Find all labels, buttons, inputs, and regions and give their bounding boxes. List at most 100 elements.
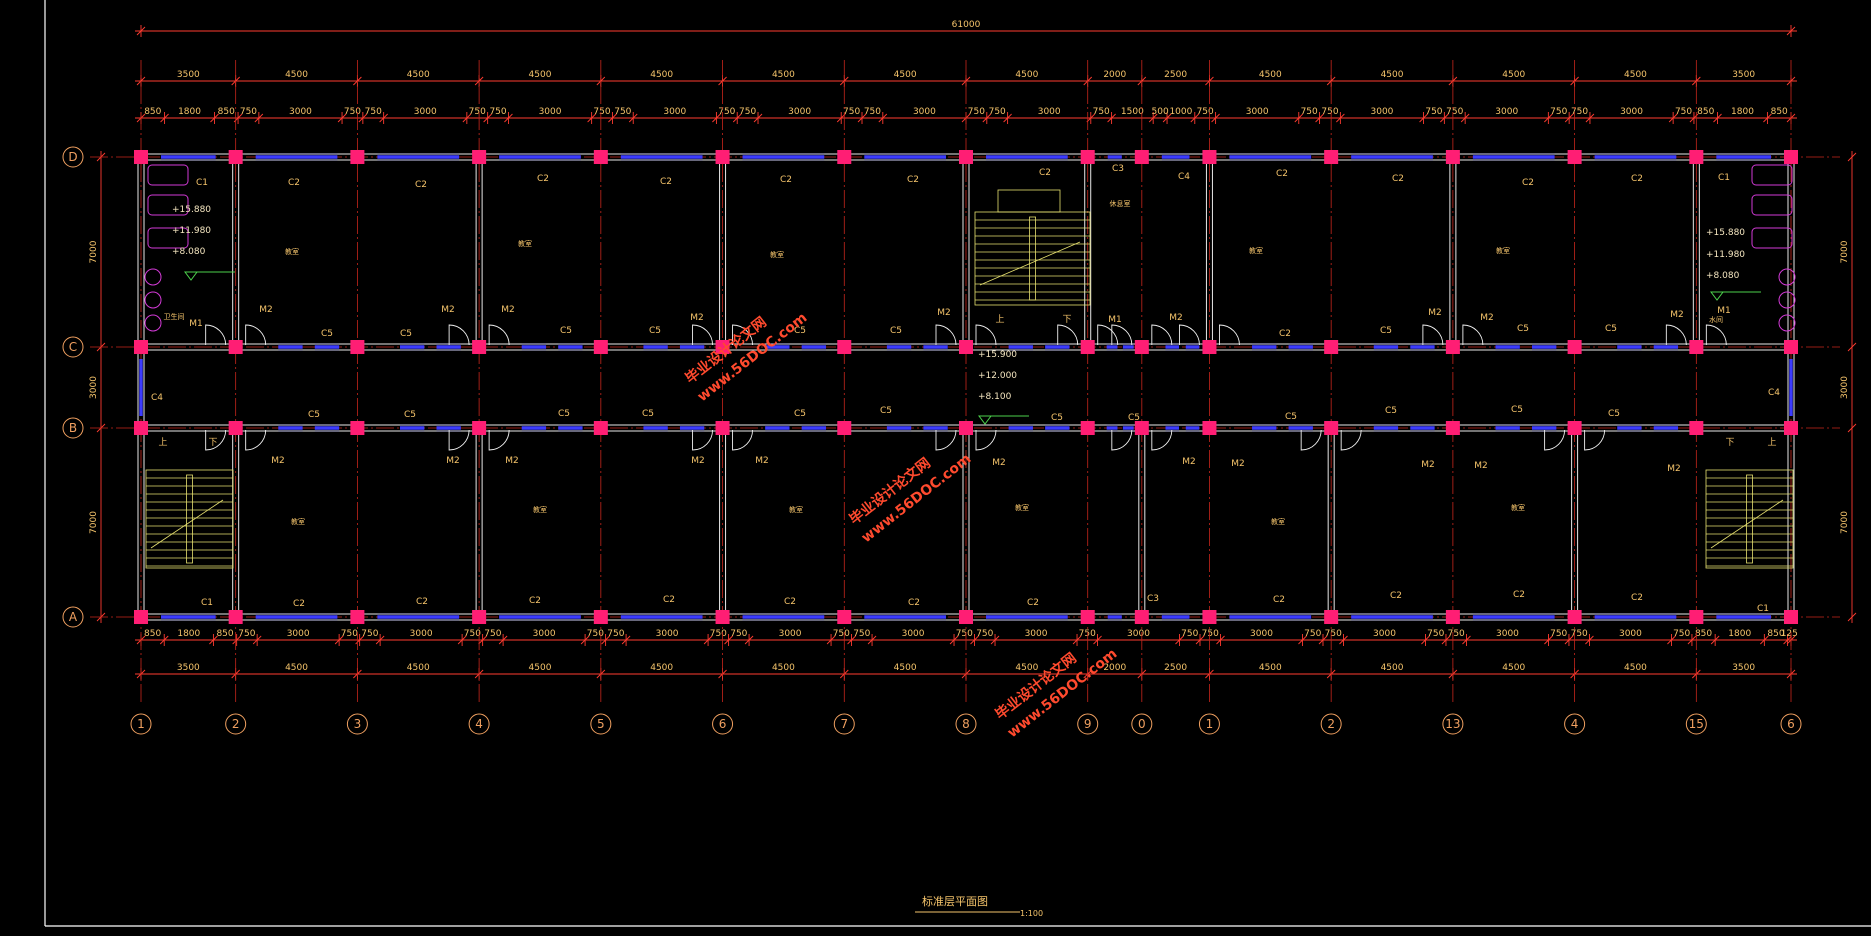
window-tag-c1-large: C1 — [1757, 604, 1769, 614]
door-tag-m1: M1 — [1108, 315, 1122, 325]
door-south — [975, 429, 997, 451]
dim-detail-bottom-text: 750 — [1427, 629, 1444, 639]
dim-detail-bottom-text: 125 — [1781, 629, 1798, 639]
dim-rows-left-text: 3000 — [89, 376, 99, 399]
drawing-title: 标准层平面图 — [922, 894, 988, 908]
column — [472, 150, 487, 164]
window-tag-c5: C5 — [560, 326, 572, 336]
stair-center-outline — [974, 211, 1091, 306]
dim-bays-bottom-text: 3500 — [1732, 663, 1755, 673]
axis-bubble-col — [1685, 713, 1707, 735]
window-tag-c4: C4 — [1178, 172, 1190, 182]
axis-label-row: D — [68, 150, 77, 164]
axis-bubble-col — [1077, 713, 1099, 735]
axis-label-col: 9 — [1084, 717, 1092, 731]
dim-bays-top-text: 4500 — [285, 70, 308, 80]
dim-overall-text: 61000 — [952, 20, 981, 30]
window-tag-c1: C1 — [201, 598, 213, 608]
stair-down-label: 下 — [208, 438, 217, 448]
column — [1784, 340, 1798, 354]
elevation-mark-corridor: +12.000 — [978, 371, 1017, 381]
door-south — [935, 429, 957, 451]
dim-rows-right-tick — [1847, 342, 1857, 352]
dim-detail-bottom-text: 750 — [587, 629, 604, 639]
axis-label-col: 2 — [232, 717, 240, 731]
stair-center-break-line — [979, 241, 1081, 286]
dim-detail-top-text: 750 — [1550, 107, 1567, 117]
fixtures-east-toilet — [1751, 194, 1793, 216]
dim-detail-bottom-text: 3000 — [656, 629, 679, 639]
door-south — [1300, 429, 1322, 451]
elevation-mark-west: +8.080 — [172, 247, 206, 257]
dim-detail-top-text: 750 — [1571, 107, 1588, 117]
window-tag-c2: C2 — [663, 595, 675, 605]
fixtures-west-toilet — [147, 194, 189, 216]
dim-detail-bottom-text: 1800 — [1728, 629, 1751, 639]
window-tag-c1: C1 — [1718, 173, 1730, 183]
window-tag-c2: C2 — [416, 597, 428, 607]
column — [350, 150, 365, 164]
column — [715, 340, 730, 354]
column — [959, 421, 973, 435]
window-tag-c2: C2 — [529, 596, 541, 606]
dim-detail-bottom-text: 3000 — [410, 629, 433, 639]
window-tag-c2: C2 — [1513, 590, 1525, 600]
watermarks: 毕业设计论文网www.56DOC.com毕业设计论文网www.56DOC.com… — [682, 310, 1120, 741]
window-tag-c5: C5 — [880, 406, 892, 416]
stair-up-label: 上 — [158, 437, 167, 448]
window-tag-c5: C5 — [1051, 413, 1063, 423]
restroom-fixtures — [144, 164, 1796, 332]
column — [1567, 610, 1582, 624]
dim-detail-bottom-text: 750 — [833, 629, 850, 639]
column — [134, 421, 148, 435]
window-tag-c2: C2 — [1273, 595, 1285, 605]
dim-bays-bottom-text: 4500 — [894, 663, 917, 673]
dim-detail-top-text: 750 — [1425, 107, 1442, 117]
door-tag-m2: M2 — [992, 458, 1006, 468]
window-tag-c5: C5 — [1511, 405, 1523, 415]
column — [134, 340, 148, 354]
axis-bubble-col — [468, 713, 490, 735]
elevation-mark-east: +8.080 — [1706, 271, 1740, 281]
fixtures-east-toilet — [1751, 164, 1793, 186]
column — [1445, 150, 1460, 164]
room-label-restroom: 卫生间 — [164, 312, 185, 321]
column — [1080, 150, 1095, 164]
window-tag-c5: C5 — [794, 409, 806, 419]
door-north — [975, 324, 997, 346]
dim-detail-top-text: 750 — [489, 107, 506, 117]
column — [1080, 421, 1095, 435]
column — [472, 610, 487, 624]
dim-bays-top-text: 4500 — [894, 70, 917, 80]
dim-detail-bottom-text: 750 — [607, 629, 624, 639]
elevation-mark-west: +11.980 — [172, 226, 211, 236]
column — [228, 421, 243, 435]
dim-detail-top-text: 850 — [1771, 107, 1788, 117]
door-tag-m2: M2 — [441, 305, 455, 315]
dim-rows-left-text: 7000 — [89, 511, 99, 534]
dim-detail-top-text: 500 — [1152, 107, 1169, 117]
dim-detail-top-text: 750 — [469, 107, 486, 117]
window-tag-c5: C5 — [1285, 412, 1297, 422]
window-tag-c2: C2 — [537, 174, 549, 184]
stair-center-handrail — [1029, 216, 1036, 301]
dim-bays-top-text: 4500 — [407, 70, 430, 80]
dim-bays-top-text: 4500 — [1259, 70, 1282, 80]
stair-up-label: 上 — [995, 314, 1004, 325]
room-label-classroom: 教室 — [789, 505, 803, 514]
stairs — [145, 189, 1794, 569]
column — [1689, 610, 1704, 624]
axis-label-col: 1 — [1206, 717, 1214, 731]
dim-detail-top-text: 3000 — [913, 107, 936, 117]
dim-bays-bottom-text: 3500 — [177, 663, 200, 673]
dim-detail-bottom-text: 3000 — [779, 629, 802, 639]
fixtures-east-toilet — [1751, 227, 1793, 249]
dim-detail-bottom-text: 750 — [976, 629, 993, 639]
dim-bays-bottom-text: 2500 — [1164, 663, 1187, 673]
axis-label-row: C — [69, 340, 77, 354]
dim-detail-bottom-text: 850 — [216, 629, 233, 639]
dim-bays-bottom-text: 4500 — [285, 663, 308, 673]
fixtures-east-basin — [1778, 314, 1796, 332]
room-label-classroom: 教室 — [1511, 503, 1525, 512]
column — [715, 421, 730, 435]
